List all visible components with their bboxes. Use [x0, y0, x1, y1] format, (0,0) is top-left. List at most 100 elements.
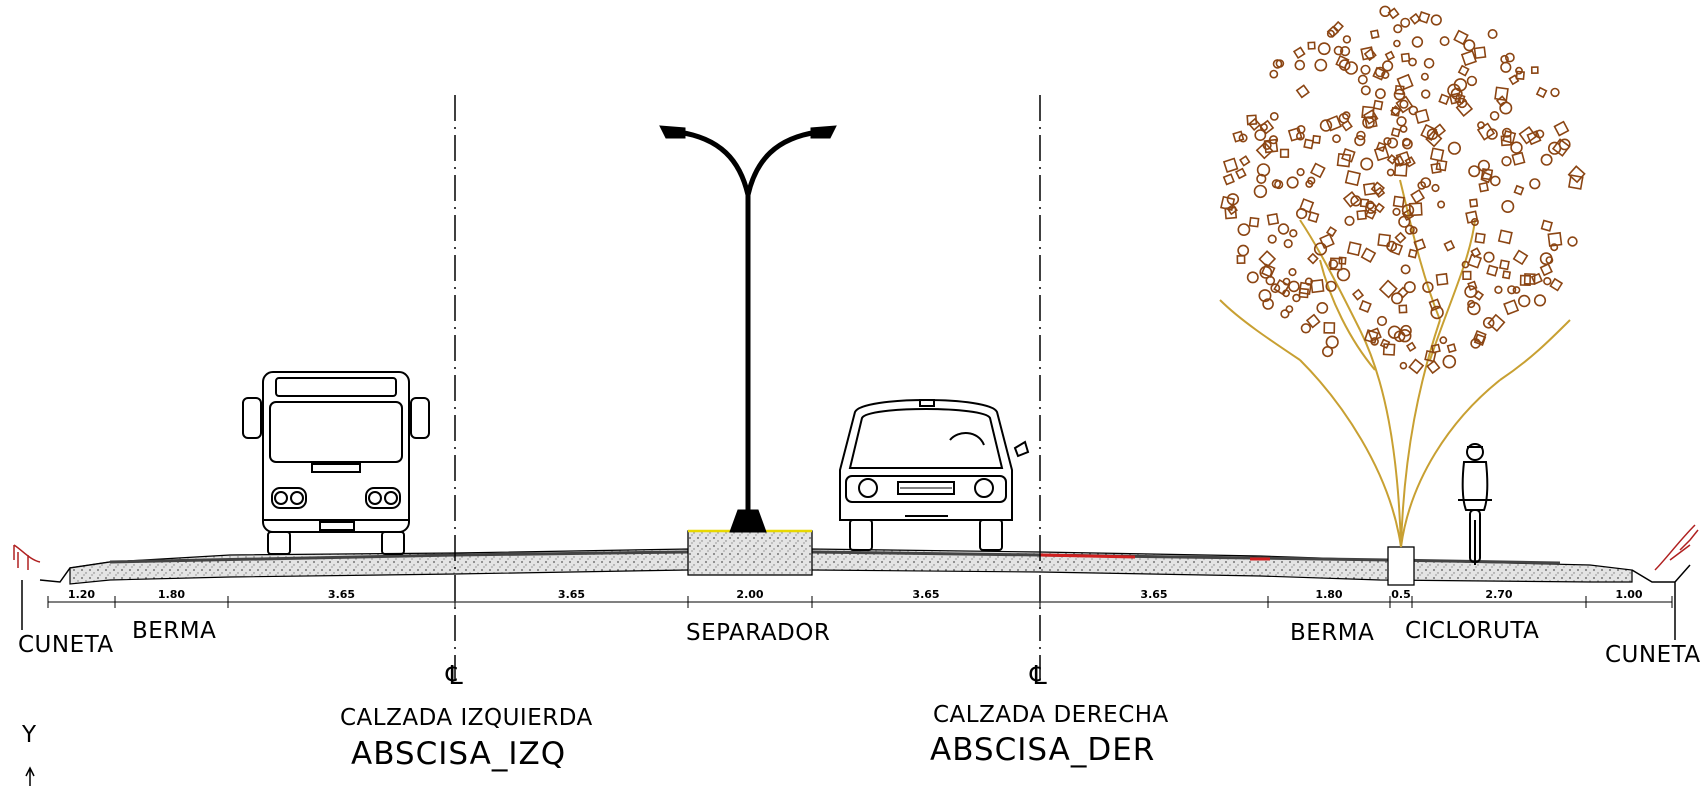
tree-leaf — [1393, 39, 1401, 48]
tree-leaf — [1392, 195, 1405, 208]
tree-leaf — [1336, 267, 1351, 282]
tree-leaf — [1292, 293, 1301, 303]
tree-leaf — [1529, 178, 1541, 190]
tree-leaf — [1272, 59, 1283, 69]
tree-leaf — [1325, 280, 1337, 292]
tree-leaf — [1377, 233, 1391, 248]
tree-canopy — [1220, 5, 1586, 375]
tree-leaf — [1238, 133, 1248, 143]
tree-leaf — [1393, 88, 1406, 101]
tree-leaf — [1333, 45, 1344, 56]
tree-leaf — [1464, 285, 1478, 298]
tree-leaf — [1237, 244, 1250, 257]
car-icon — [839, 399, 1030, 551]
tree-leaf — [1378, 279, 1398, 299]
tree-leaf — [1500, 134, 1512, 147]
tree-pit — [1387, 546, 1415, 586]
tree-leaf — [1392, 207, 1401, 216]
tree-leaf — [1358, 299, 1372, 314]
label-calzada-derecha: CALZADA DERECHA — [933, 702, 1169, 728]
tree-leaf — [1568, 174, 1584, 190]
tree-leaf — [1474, 232, 1486, 244]
tree-leaf — [1303, 138, 1315, 150]
tree-leaf — [1398, 304, 1408, 314]
tree-leaf — [1497, 229, 1513, 245]
tree-leaf — [1256, 173, 1267, 184]
tree-leaf — [1567, 165, 1586, 184]
cut-slope-right — [1654, 524, 1699, 571]
tree-leaf — [1232, 130, 1245, 143]
tree-leaf — [1540, 219, 1553, 232]
tree-leaf — [1259, 265, 1273, 279]
tree-leaf — [1344, 169, 1361, 187]
tree-leaf — [1530, 272, 1543, 285]
tree-leaf — [1422, 281, 1434, 293]
tree-leaf — [1305, 179, 1314, 188]
tree-leaf — [1423, 57, 1435, 69]
tree-leaf — [1319, 233, 1335, 249]
tree-leaf — [1285, 305, 1294, 313]
dimension-label: 1.80 — [1315, 588, 1342, 601]
tree-leaf — [1390, 106, 1401, 117]
tree-leaf — [1389, 241, 1404, 256]
tree-leaf — [1519, 274, 1531, 286]
tree-leaf — [1437, 200, 1446, 209]
tree-leaf — [1402, 138, 1413, 150]
tree-leaf — [1430, 305, 1444, 320]
tree-leaf — [1465, 210, 1479, 224]
tree-leaf — [1494, 285, 1503, 294]
tree-leaf — [1446, 343, 1457, 354]
tree-leaf — [1342, 35, 1352, 44]
tree-leaf — [1271, 179, 1282, 189]
tree-leaf — [1435, 272, 1449, 286]
tree-leaf — [1478, 181, 1489, 193]
tree-leaf — [1442, 354, 1457, 369]
tree-leaf — [1384, 50, 1396, 62]
tree-leaf — [1513, 184, 1525, 196]
tree-leaf — [1326, 29, 1335, 38]
tree-leaf — [1549, 277, 1564, 292]
tree-leaf — [1466, 75, 1478, 87]
dimension-label: 1.80 — [158, 588, 185, 601]
tree-leaf — [1362, 182, 1377, 196]
tree-leaf — [1247, 117, 1262, 131]
tree-leaf — [1342, 111, 1351, 120]
tree-leaf — [1268, 135, 1279, 145]
tree-leaf — [1408, 105, 1419, 116]
tree-leaf — [1372, 99, 1384, 111]
tree-leaf — [1344, 61, 1358, 75]
tree-leaf — [1387, 325, 1402, 339]
tree-leaf — [1510, 141, 1523, 154]
tree-leaf — [1386, 168, 1395, 177]
tree-leaf — [1454, 93, 1466, 105]
axis-y-label: Y — [21, 722, 37, 748]
tree-leaf — [1332, 20, 1344, 33]
tree-leaf — [1317, 42, 1331, 56]
tree-leaf — [1393, 24, 1403, 34]
label-cicloruta: CICLORUTA — [1405, 618, 1539, 644]
cyclist-icon — [1458, 443, 1492, 565]
tree-leaf — [1550, 243, 1559, 252]
tree-leaf — [1356, 130, 1366, 141]
tree-leaf — [1480, 171, 1493, 184]
tree-leaf — [1501, 156, 1512, 167]
tree-leaf — [1417, 11, 1431, 24]
tree-leaf — [1420, 123, 1438, 142]
tree-leaf — [1486, 264, 1499, 277]
tree-leaf — [1341, 148, 1356, 163]
tree-leaf — [1344, 215, 1355, 226]
roadway — [13, 524, 1699, 640]
tree-leaf — [1258, 289, 1272, 303]
tree-leaf — [1280, 309, 1290, 319]
tree-leaf — [1260, 263, 1276, 278]
tree-leaf — [1307, 41, 1316, 50]
tree-leaf — [1236, 255, 1246, 264]
label-abscisa-izq: ABSCISA_IZQ — [351, 736, 566, 772]
label-cuneta-left: CUNETA — [18, 632, 114, 658]
separator-median — [687, 530, 813, 576]
tree-leaf — [1395, 95, 1414, 114]
tree-leaf — [1487, 313, 1506, 332]
label-berma-left: BERMA — [132, 618, 216, 644]
